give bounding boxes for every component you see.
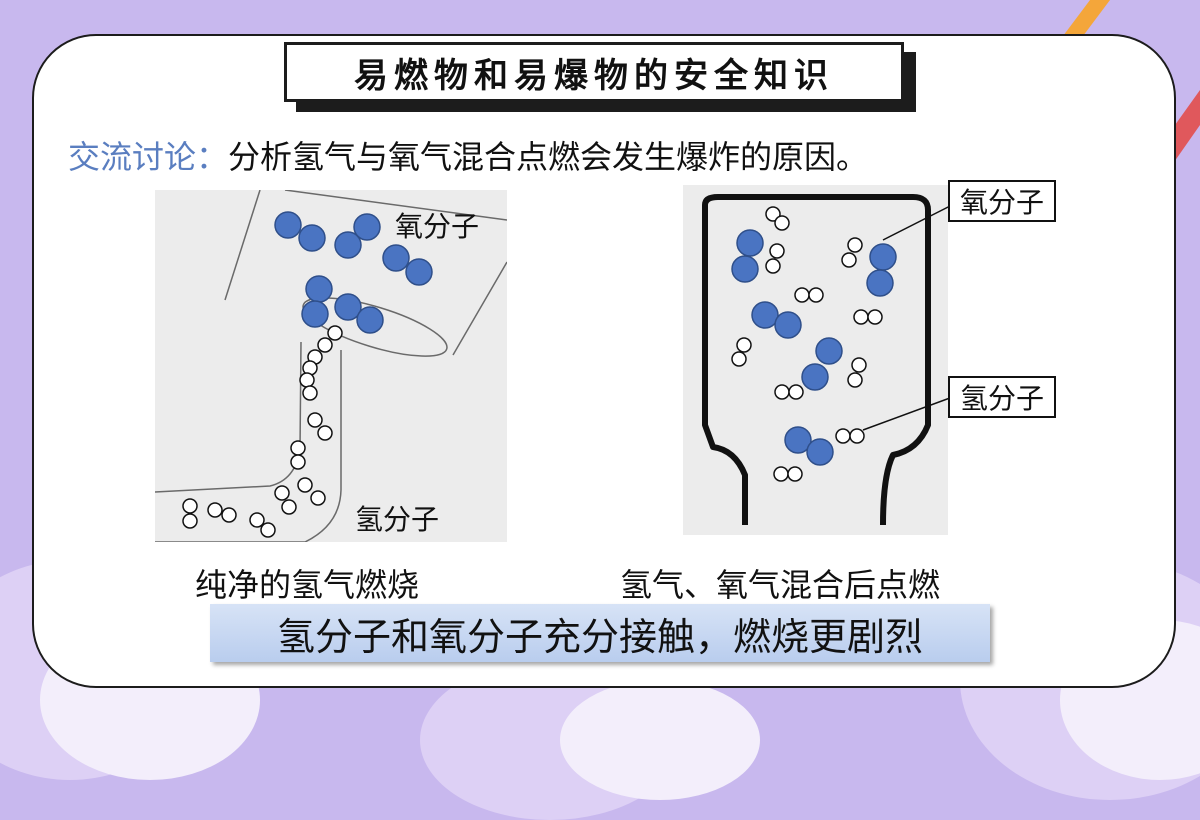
hydrogen-molecule-label: 氢分子: [355, 503, 440, 536]
pure-hydrogen-caption: 纯净的氢气燃烧: [195, 566, 420, 604]
slide-title: 易燃物和易爆物的安全知识: [284, 42, 904, 102]
tube-drawing: [155, 190, 507, 542]
pure-hydrogen-illustration: 氧分子 氢分子: [155, 190, 507, 542]
discussion-prompt: 交流讨论：分析氢气与氧气混合点燃会发生爆炸的原因。: [68, 132, 868, 178]
mixed-gas-illustration: [683, 185, 959, 535]
bottle-drawing: [702, 194, 959, 526]
oxygen-molecule-label: 氧分子: [395, 210, 480, 243]
oxygen-molecule-label: 氧分子: [948, 180, 1057, 222]
discussion-lead: 交流讨论：: [68, 138, 229, 176]
conclusion-banner: 氢分子和氧分子充分接触，燃烧更剧烈: [210, 604, 990, 662]
mixed-gas-caption: 氢气、氧气混合后点燃: [620, 566, 941, 604]
background-cloud: [560, 680, 760, 800]
discussion-question: 分析氢气与氧气混合点燃会发生爆炸的原因。: [228, 138, 869, 176]
hydrogen-molecule-label: 氢分子: [948, 376, 1057, 418]
